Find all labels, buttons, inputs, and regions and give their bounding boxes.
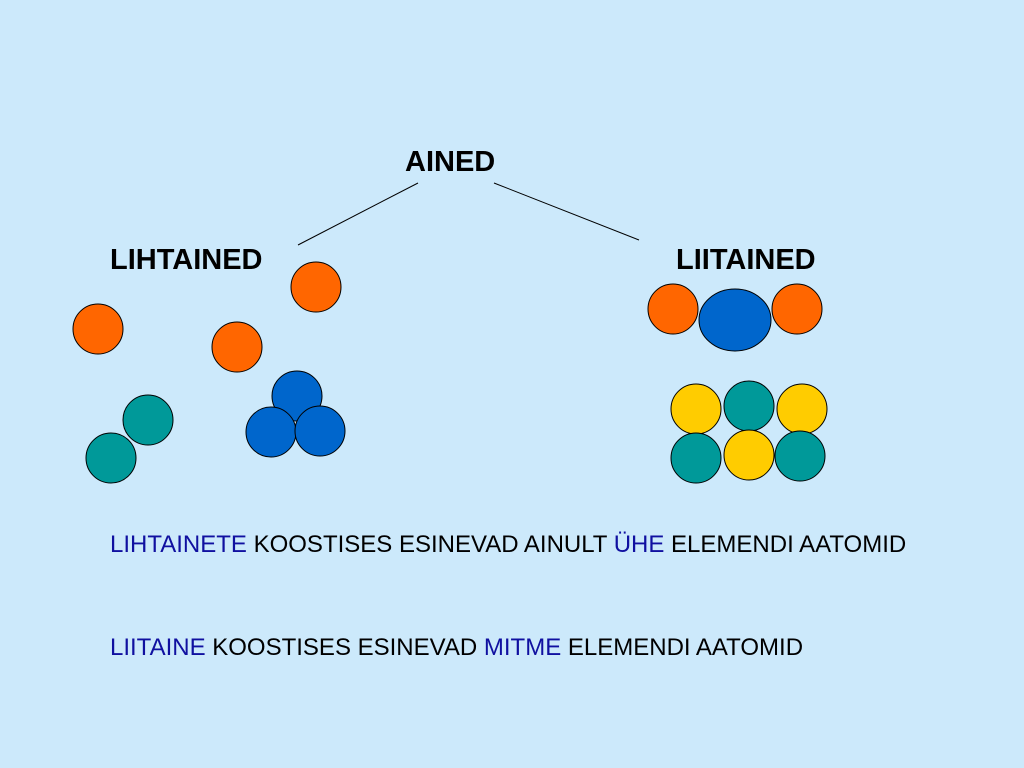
yellow-atom (776, 383, 828, 435)
teal-atom (122, 394, 174, 446)
blue-atom (698, 288, 772, 352)
blue-atom (245, 406, 297, 458)
definition-compound: LIITAINE KOOSTISES ESINEVAD MITME ELEMEN… (110, 631, 970, 665)
connector-line-right (493, 182, 640, 241)
orange-atom (211, 321, 263, 373)
title-ained: AINED (405, 146, 496, 178)
yellow-atom (723, 429, 775, 481)
teal-atom (670, 432, 722, 484)
keyword-uhe: ÜHE (613, 531, 665, 558)
simple-substances-atoms (72, 261, 346, 484)
definition-text: KOOSTISES ESINEVAD AINULT (246, 531, 614, 558)
teal-atom (723, 380, 775, 432)
keyword-lihtainete: LIHTAINETE (110, 531, 247, 558)
title-lihtained: LIHTAINED (110, 244, 263, 276)
connector-line-left (297, 182, 419, 246)
keyword-liitaine: LIITAINE (110, 634, 206, 661)
definition-text: ELEMENDI AATOMID (561, 634, 804, 661)
title-liitained: LIITAINED (676, 244, 816, 276)
teal-atom (774, 430, 826, 482)
definition-simple-substance: LIHTAINETE KOOSTISES ESINEVAD AINULT ÜHE… (110, 528, 970, 562)
keyword-mitme: MITME (483, 634, 562, 661)
definition-text: ELEMENDI AATOMID (664, 531, 907, 558)
blue-atom (294, 405, 346, 457)
orange-atom (771, 283, 823, 335)
yellow-atom (670, 383, 722, 435)
orange-atom (72, 303, 124, 355)
definition-text: KOOSTISES ESINEVAD (205, 634, 484, 661)
orange-atom (290, 261, 342, 313)
orange-atom (647, 283, 699, 335)
compound-molecules (647, 283, 828, 484)
teal-atom (85, 432, 137, 484)
